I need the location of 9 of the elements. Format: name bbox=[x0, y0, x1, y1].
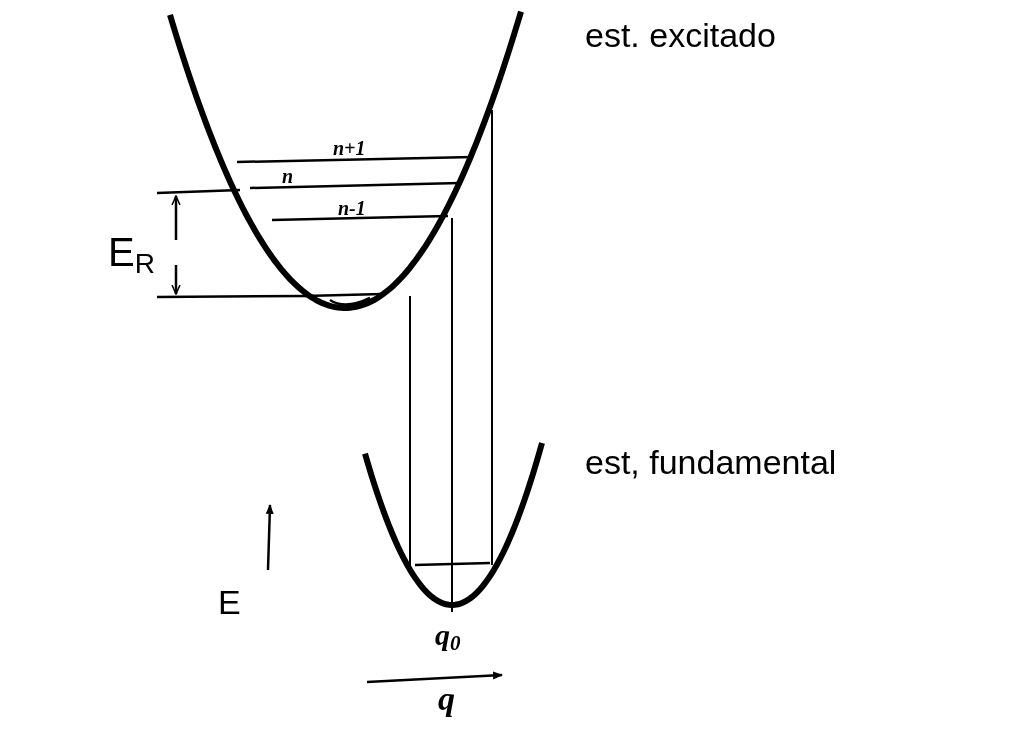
state-label: est, fundamental bbox=[585, 445, 837, 479]
axis-label: q bbox=[438, 682, 455, 716]
axis-label: E bbox=[218, 585, 241, 619]
axis-label: q$_{0}$ bbox=[435, 620, 461, 655]
energy-label: E$_{R}$ bbox=[108, 232, 155, 278]
state-label: est. excitado bbox=[585, 18, 776, 52]
level-label: n bbox=[282, 166, 294, 186]
level-label: n+1 bbox=[333, 138, 366, 158]
level-label: n-1 bbox=[338, 198, 366, 218]
